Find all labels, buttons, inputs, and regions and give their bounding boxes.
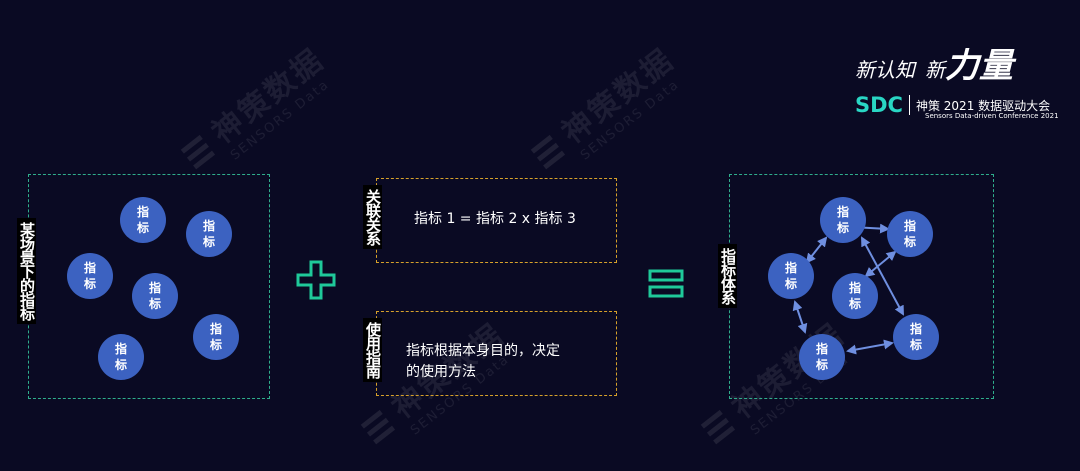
plus-icon	[296, 260, 336, 300]
conference-logo: 新认知新力量 SDC 神策 2021 数据驱动大会 Sensors Data-d…	[855, 38, 1070, 123]
relation-label: 关联关系	[363, 185, 382, 249]
metric-node: 指标	[193, 314, 239, 360]
slogan-part2a: 新	[925, 58, 945, 82]
metric-node: 指标	[887, 211, 933, 257]
logo-divider	[908, 95, 910, 115]
metric-node: 指标	[98, 334, 144, 380]
scene-metrics-label: 某场景下的指标	[17, 218, 36, 324]
usage-guide-text-line2: 的使用方法	[406, 364, 476, 380]
metric-node: 指标	[67, 253, 113, 299]
metric-node: 指标	[120, 197, 166, 243]
relation-formula: 指标 1 = 指标 2 x 指标 3	[414, 211, 576, 227]
equals-icon	[648, 269, 684, 298]
conference-subtitle: Sensors Data-driven Conference 2021	[925, 112, 1059, 120]
relation-arrow	[846, 339, 894, 355]
usage-guide-text-line1: 指标根据本身目的，决定	[406, 343, 560, 359]
metric-node: 指标	[893, 314, 939, 360]
relation-arrow	[805, 236, 828, 264]
slogan-part2b: 力量	[945, 46, 1013, 86]
metric-node: 指标	[820, 197, 866, 243]
metric-node: 指标	[186, 211, 232, 257]
usage-guide-label: 使用指南	[363, 318, 382, 382]
conference-title: 神策 2021 数据驱动大会	[915, 98, 1051, 113]
slogan: 新认知新力量	[855, 38, 1013, 87]
slogan-part1: 新认知	[855, 58, 915, 82]
conference-title-row: SDC 神策 2021 数据驱动大会	[855, 93, 1050, 117]
metric-node: 指标	[832, 273, 878, 319]
metric-node: 指标	[132, 273, 178, 319]
metric-node: 指标	[799, 334, 845, 380]
relation-arrow	[792, 300, 808, 334]
metric-node: 指标	[768, 253, 814, 299]
metric-system-label: 指标体系	[718, 244, 737, 308]
relation-arrow	[864, 250, 897, 278]
sdc-logo-icon: SDC	[855, 93, 903, 117]
